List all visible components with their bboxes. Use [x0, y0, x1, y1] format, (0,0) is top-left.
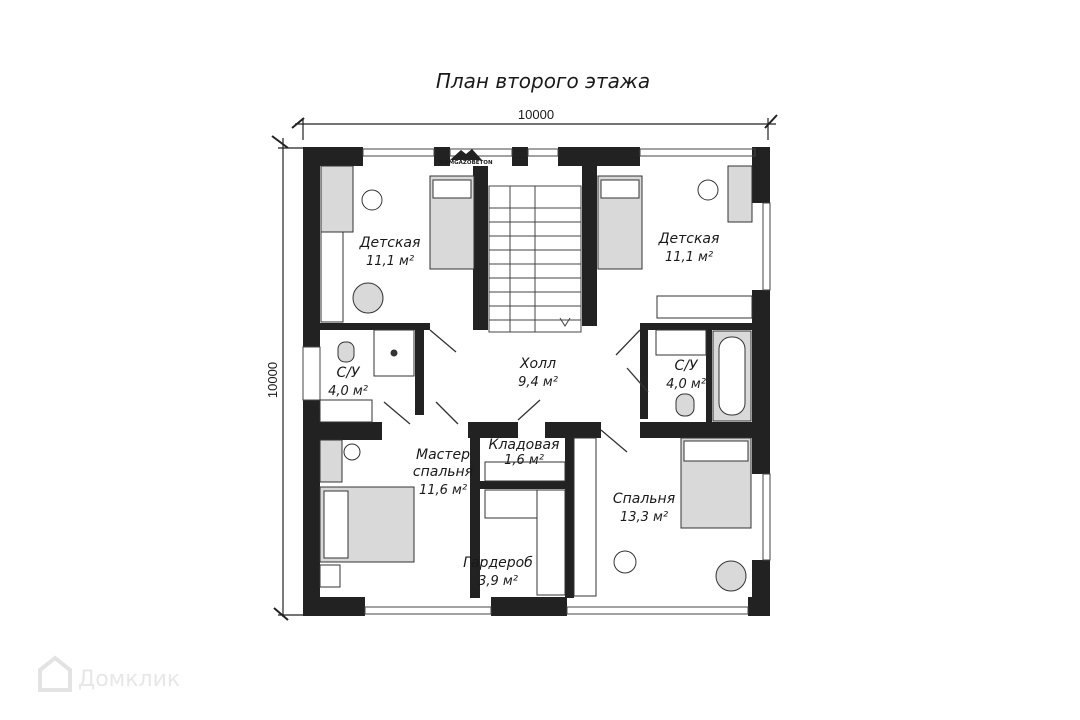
wardrobe-icon [320, 231, 344, 323]
room-label-bathroom-1: С/У [336, 365, 360, 381]
room-area-hall: 9,4 м² [518, 375, 558, 390]
brand-text: DOMGAZOBETON [439, 160, 493, 166]
chair-icon [361, 189, 383, 211]
desk-icon [319, 439, 343, 483]
room-label-wardrobe: Гардероб [463, 555, 533, 571]
sink-icon [319, 399, 373, 423]
walls [303, 147, 770, 616]
plan-title: План второго этажа [436, 69, 650, 93]
sink-icon [655, 329, 707, 356]
room-labels: Детская 11,1 м² Детская 11,1 м² С/У 4,0 … [328, 231, 719, 589]
desk-icon [727, 165, 753, 223]
shelf-icon [484, 461, 566, 482]
staircase [488, 185, 582, 333]
chair-icon [343, 443, 361, 461]
watermark-text: Домклик [78, 667, 180, 692]
shelf-icon [573, 437, 597, 597]
brand-logo: DOMGAZOBETON [439, 149, 493, 166]
room-label-kids-1: Детская [359, 235, 421, 251]
room-area-bathroom-1: 4,0 м² [328, 384, 368, 399]
house-logo-icon [38, 655, 72, 692]
armchair-icon [715, 560, 747, 592]
shelf-icon [536, 489, 566, 596]
doors [383, 329, 649, 453]
room-area-pantry: 1,6 м² [504, 453, 544, 468]
furniture [319, 165, 753, 597]
top-dimension-label: 10000 [518, 107, 554, 122]
room-label-pantry: Кладовая [489, 437, 560, 453]
room-label-bathroom-2: С/У [674, 358, 698, 374]
watermark: Домклик [38, 655, 180, 692]
room-label-hall: Холл [519, 356, 556, 372]
toilet-icon [675, 393, 695, 417]
room-label-bedroom: Спальня [613, 491, 675, 507]
room-area-kids-2: 11,1 м² [665, 250, 713, 265]
armchair-icon [352, 282, 384, 314]
room-label-kids-2: Детская [658, 231, 720, 247]
mountain-logo-icon [450, 149, 482, 160]
room-area-bedroom: 13,3 м² [620, 510, 668, 525]
room-area-kids-1: 11,1 м² [366, 254, 414, 269]
left-dimension-label: 10000 [265, 362, 280, 398]
wardrobe-icon [656, 295, 753, 319]
desk-icon [320, 165, 354, 233]
room-area-bathroom-2: 4,0 м² [666, 377, 706, 392]
room-area-wardrobe: 3,9 м² [478, 574, 518, 589]
windows [302, 148, 771, 615]
chair-icon [613, 550, 637, 574]
chair-icon [697, 179, 719, 201]
toilet-icon [337, 341, 355, 363]
room-area-master-bedroom: 11,6 м² [419, 483, 467, 498]
stove-icon [319, 564, 341, 588]
left-dimension-line [271, 135, 303, 621]
top-dimension-line [291, 114, 778, 140]
